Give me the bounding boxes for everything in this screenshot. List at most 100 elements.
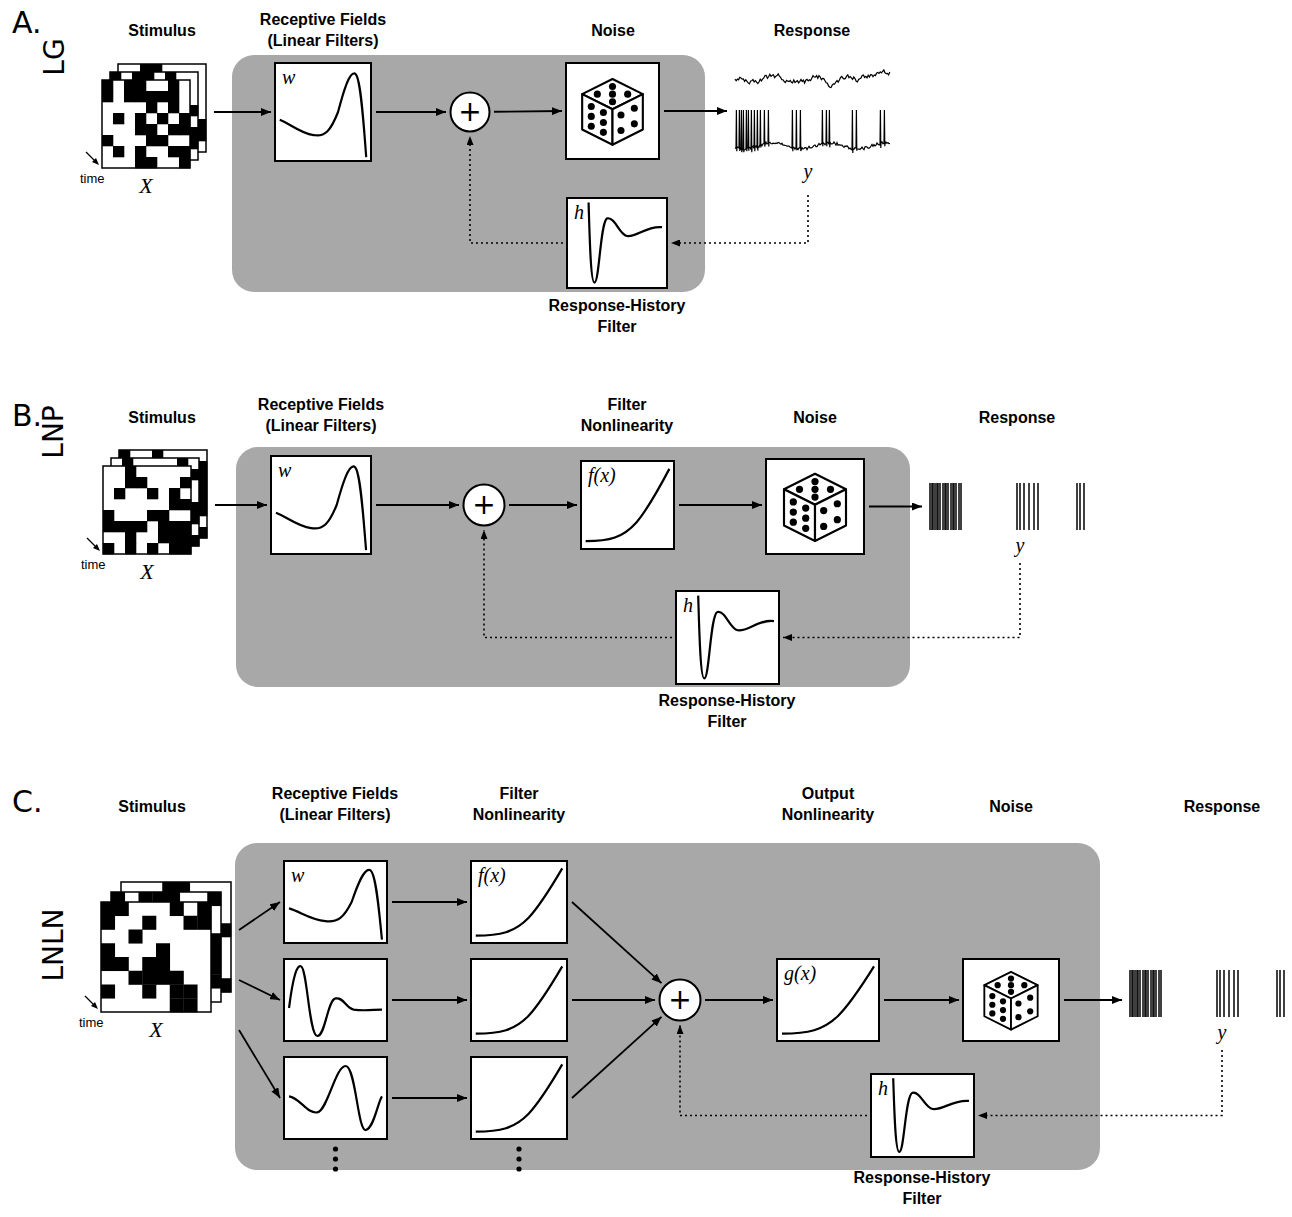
die-pip	[600, 119, 607, 126]
axis-label: time	[80, 172, 105, 187]
sum-node: +	[449, 91, 491, 133]
stimulus-pixel	[147, 488, 158, 499]
filter-curve	[476, 966, 562, 1033]
die-pip	[802, 525, 809, 532]
die-pip	[796, 486, 803, 493]
stimulus-pixel	[156, 971, 170, 985]
signal-arrow	[392, 901, 467, 903]
stage-heading: Stimulus	[128, 408, 196, 429]
sum-symbol: +	[449, 91, 491, 133]
response-panel: Responsey	[925, 478, 1110, 560]
filter-symbol: g(x)	[784, 961, 816, 985]
filter-curve	[289, 1066, 382, 1130]
filter-box: Receptive Fields (Linear Filters)w	[270, 455, 372, 555]
noise-box: Noise	[765, 458, 865, 555]
die-pip	[624, 91, 631, 98]
stage-heading: Response-History Filter	[837, 1168, 1007, 1210]
stimulus-pixel	[135, 80, 146, 91]
voltage-trace	[735, 70, 890, 88]
feedback-arrow	[978, 1050, 1222, 1116]
die-face	[1011, 985, 1038, 1029]
spike-tick	[1033, 483, 1035, 530]
time-arrowhead	[92, 158, 99, 165]
spike-tick	[1219, 970, 1221, 1017]
stimulus-pixel	[103, 543, 114, 554]
stimulus-pixel	[179, 146, 190, 157]
stimulus-pixel	[147, 543, 158, 554]
signal-arrow	[679, 504, 762, 506]
stimulus-pixel	[169, 499, 180, 510]
feedback-arrow	[783, 563, 1020, 638]
die-pip	[834, 500, 841, 507]
spike-tick	[958, 483, 960, 530]
stage-heading: Filter Nonlinearity	[567, 395, 687, 437]
panel-letter: A.	[12, 6, 42, 39]
die-pip	[609, 83, 616, 90]
spike-tick	[942, 483, 944, 530]
spike-tick	[1283, 970, 1285, 1017]
spike-tick	[937, 483, 939, 530]
spike-tick	[955, 483, 957, 530]
stimulus-pixel	[170, 998, 184, 1012]
filter-symbol: w	[291, 863, 304, 887]
stimulus-pixel	[113, 146, 124, 157]
stimulus-pixel	[146, 102, 157, 113]
signal-arrow	[392, 999, 467, 1001]
stimulus-pixel	[146, 135, 157, 146]
stimulus-pixel	[169, 532, 180, 543]
stimulus-pixel	[142, 985, 156, 999]
frame-ground	[102, 80, 190, 168]
stimulus-pixel	[146, 91, 157, 102]
frame-border	[103, 466, 191, 554]
stimulus-pixel	[142, 971, 156, 985]
spiking-trace	[735, 110, 890, 153]
die-pip	[617, 127, 624, 134]
stage-heading: Stimulus	[118, 797, 186, 818]
spike-tick	[1134, 970, 1136, 1017]
ellipsis-dot	[516, 1156, 521, 1161]
filter-symbol: w	[278, 458, 291, 482]
variable-label: y	[804, 160, 813, 182]
filter-symbol: w	[282, 65, 295, 89]
spike-tick	[944, 483, 946, 530]
die-pip	[617, 111, 624, 118]
node-illustration	[767, 460, 863, 553]
model-panel	[232, 55, 705, 292]
stage-heading: Stimulus	[128, 21, 196, 42]
stage-heading: Noise	[793, 408, 837, 429]
spike-tick	[945, 483, 947, 530]
model-name: LNP	[39, 405, 70, 458]
stimulus-pixel	[146, 157, 157, 168]
frame-border	[101, 902, 211, 1012]
filter-symbol: f(x)	[588, 463, 616, 487]
die-pip	[609, 91, 616, 98]
die-pip	[1000, 998, 1006, 1004]
stimulus-pixel	[102, 91, 113, 102]
stimulus-pixel	[114, 488, 125, 499]
stimulus-pixel	[135, 124, 146, 135]
ellipsis-dot	[333, 1156, 338, 1161]
filter-box	[283, 958, 388, 1042]
feedback-arrow	[671, 195, 808, 243]
stimulus-pixel	[157, 135, 168, 146]
stimulus-pixel	[179, 113, 190, 124]
die-pip	[631, 120, 638, 127]
filter-box	[283, 1056, 388, 1140]
spike-tick	[932, 483, 934, 530]
stimulus-pixel	[103, 521, 114, 532]
spike-tick	[1037, 483, 1039, 530]
ellipsis-dot	[333, 1146, 338, 1151]
die-pip	[820, 507, 827, 514]
die-pip	[834, 516, 841, 523]
stimulus-pixel	[157, 91, 168, 102]
stimulus-pixel	[158, 521, 169, 532]
spike-tick	[934, 483, 936, 530]
spike-tick	[936, 483, 938, 530]
die-pip	[588, 123, 595, 130]
ellipsis-dot	[516, 1146, 521, 1151]
spike-tick	[1150, 970, 1152, 1017]
stimulus-pixel	[136, 477, 147, 488]
